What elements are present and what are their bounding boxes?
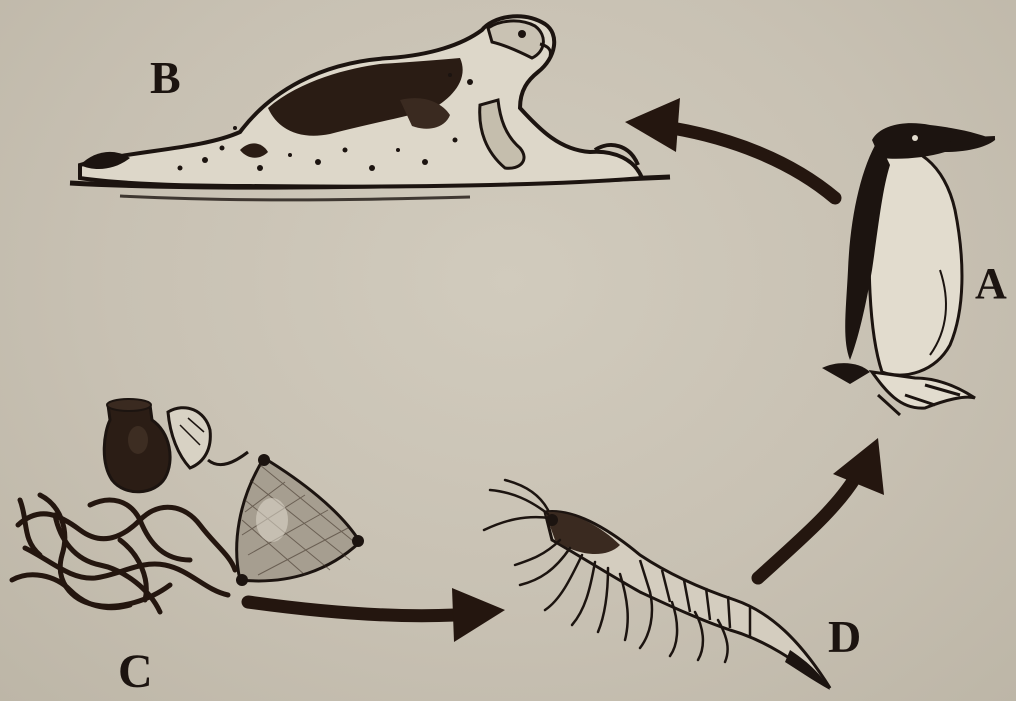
label-c: C xyxy=(118,648,153,696)
arrow-c-to-d xyxy=(248,588,505,642)
arrow-a-to-b xyxy=(625,98,835,198)
label-b: B xyxy=(150,55,181,101)
phytoplankton-illustration xyxy=(12,399,364,612)
arrow-d-to-a xyxy=(758,438,884,578)
label-a: A xyxy=(975,262,1007,306)
krill-illustration xyxy=(484,480,830,690)
label-d: D xyxy=(828,614,861,660)
penguin-illustration xyxy=(822,123,995,415)
seal-illustration xyxy=(70,16,670,200)
